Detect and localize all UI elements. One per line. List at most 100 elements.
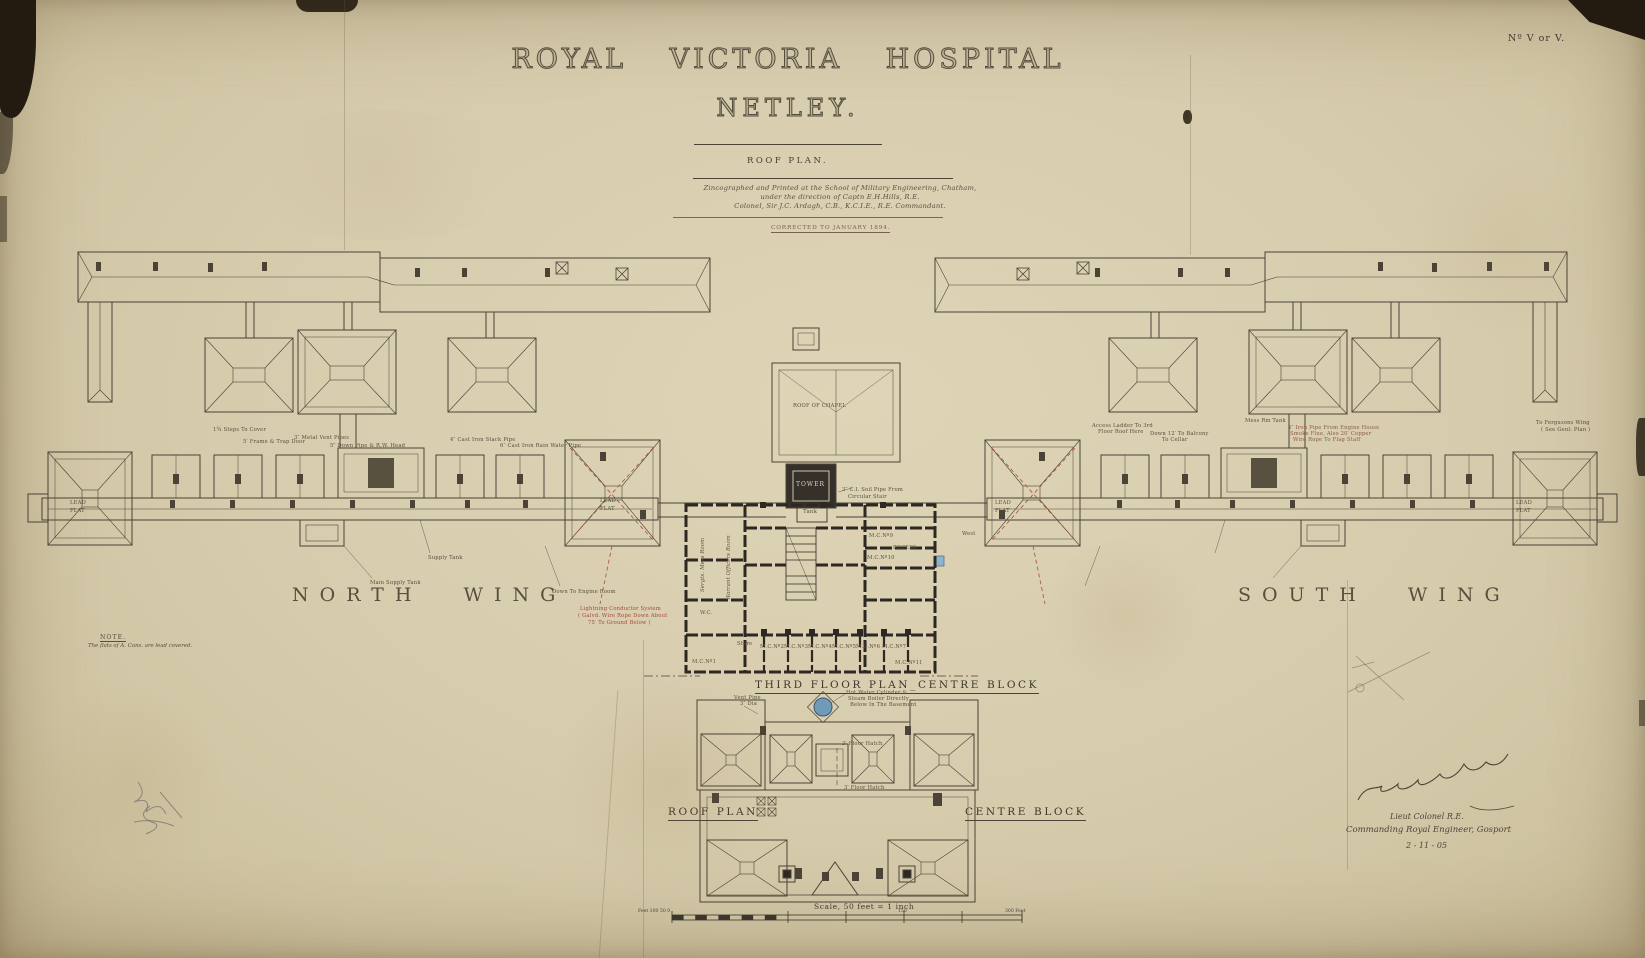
plan-annotation: Main Supply Tank: [370, 580, 421, 586]
torn-edge-top: [296, 0, 358, 12]
scale-bar: [671, 911, 1023, 923]
plan-annotation: M.C.Nº5: [832, 644, 857, 650]
plan-annotation: RECESS: [893, 545, 917, 551]
plan-annotation: 6″ Cast Iron Rain Water Pipe: [500, 443, 582, 449]
plan-annotation: ( See Genl. Plan ): [1541, 427, 1591, 433]
plan-annotation: Sergts. Mess Room: [700, 537, 706, 592]
plan-annotation: M.C.Nº4: [808, 644, 833, 650]
plan-annotation: 3′ Floor Hatch: [842, 741, 883, 747]
plan-annotation: M.C.Nº10: [867, 555, 895, 561]
plan-annotation: M.C.Nº2: [760, 644, 785, 650]
plan-annotation: 5′ Frame & Trap Door: [243, 439, 306, 445]
plan-annotation: LEAD: [1516, 500, 1532, 506]
third-floor-stair: [785, 527, 817, 601]
plan-annotation: M.C.Nº7: [882, 644, 907, 650]
note-body: The flats of A. Cons. are lead covered.: [88, 643, 193, 649]
plan-annotation: FLAT: [70, 508, 85, 514]
signature-flourish: [1357, 753, 1515, 811]
plan-annotation: ( Galvd. Wire Rope Down About: [578, 613, 668, 619]
paper-crease: [1347, 580, 1348, 870]
plan-annotation: Smoke Flue, Also 20′ Copper: [1290, 431, 1372, 437]
plan-annotation: Vent Pipe: [734, 695, 761, 701]
plan-annotation: Circular Stair: [848, 494, 887, 500]
third-floor-chimneys: [760, 502, 911, 635]
plan-annotation: Warrant Officers Room: [726, 535, 732, 600]
plan-annotation: 1¾ Steps To Cover: [213, 427, 267, 433]
correction-stamp: CORRECTED TO JANUARY 1894.: [771, 225, 891, 233]
plan-annotation: 4″ Iron Pipe From Engine House: [1288, 425, 1380, 431]
third-floor-plan-label: THIRD FLOOR PLAN_CENTRE BLOCK: [755, 679, 1040, 694]
plate-number: Nº V or V.: [1508, 33, 1566, 44]
plan-annotation: 4″ Cast Iron Stack Pipe: [450, 437, 516, 443]
plan-annotation: LEAD: [995, 500, 1011, 506]
plan-annotation: 3′ Floor Hatch: [844, 785, 885, 791]
plan-annotation: Down To Engine Room: [552, 589, 616, 595]
plan-annotation: FLAT: [1516, 508, 1531, 514]
drawing-subtitle: ROOF PLAN.: [747, 156, 829, 166]
torn-edge-right: [1636, 418, 1645, 476]
plan-annotation: To Cellar: [1162, 437, 1188, 443]
plan-annotation: TOWER: [796, 481, 825, 488]
plan-annotation: West: [962, 531, 976, 537]
scale-right-label: 300 Feet: [1005, 909, 1026, 914]
plan-annotation: Mess Rm Tank: [1245, 418, 1286, 424]
plan-annotation: Below In The Basement: [850, 702, 917, 708]
centre-chapel-tower: [658, 327, 987, 567]
north-wing-label: NORTH WING: [292, 584, 567, 606]
plan-annotation: Wire Rope To Flag Staff: [1293, 437, 1361, 443]
scale-mid-label: 150: [898, 909, 907, 914]
plan-annotation: M.C.Nº6: [856, 644, 881, 650]
plan-annotation: 5″ Down Pipe & R.W. Head: [330, 443, 406, 449]
plan-annotation: 75′ To Ground Below ): [588, 620, 651, 626]
plan-annotation: 3″ Dia: [740, 701, 757, 707]
north-upper-range: [77, 251, 711, 448]
paper-crease: [1190, 55, 1191, 255]
centre-block-label: CENTRE BLOCK: [965, 806, 1087, 821]
plan-annotation: M.C.Nº11: [895, 660, 923, 666]
plan-annotation: To Fergusons Wing: [1536, 420, 1590, 426]
plan-annotation: LEAD: [600, 498, 616, 504]
imprint-line: Zincographed and Printed at the School o…: [703, 184, 977, 192]
torn-edge-right-lower: [1639, 700, 1645, 726]
paper-crease: [643, 640, 644, 958]
title-rule: [694, 144, 882, 145]
plan-annotation: Hot Water Cylinder &: [846, 690, 908, 696]
plan-annotation: M.C.Nº9: [869, 533, 894, 539]
pencil-sketch: [1347, 651, 1431, 701]
pencil-scribble: [133, 781, 183, 835]
plan-annotation: Access Ladder To 3rd: [1092, 423, 1153, 429]
plan-annotation: Floor Roof Here: [1098, 429, 1144, 435]
plan-annotation: LEAD: [70, 500, 86, 506]
paper-crease: [344, 0, 345, 250]
signature-rank: Lieut Colonel R.E.: [1390, 812, 1464, 821]
south-main-range: [984, 439, 1618, 605]
plan-annotation: Supply Tank: [428, 555, 463, 561]
torn-edge-left: [0, 196, 7, 242]
plan-annotation: FLAT: [995, 508, 1010, 514]
scale-left-label: Feet 100 50 0: [638, 909, 671, 914]
south-wing-label: SOUTH WING: [1238, 584, 1511, 606]
centre-block-roof-plan: [696, 690, 979, 903]
plan-annotation: M.C.Nº3: [784, 644, 809, 650]
plan-annotation: 3″ Metal Vent Pipes: [294, 435, 350, 441]
signature-date: 2 - 11 - 05: [1406, 841, 1448, 850]
drawing-title-place: NETLEY.: [716, 94, 860, 123]
scale-caption: Scale, 50 feet = 1 inch: [814, 902, 915, 911]
imprint-line: under the direction of Captn E.H.Hills, …: [760, 193, 920, 201]
roof-plan-label: ROOF PLAN: [668, 806, 758, 821]
ink-speck: [1183, 110, 1192, 124]
plan-annotation: W.C.: [700, 610, 713, 616]
note-heading: NOTE.: [100, 634, 127, 642]
imprint-line: Colonel, Sir J.C. Ardagh, C.B., K.C.I.E.…: [734, 202, 946, 210]
imprint-rule: [673, 217, 943, 218]
plan-annotation: ROOF OF CHAPEL: [793, 403, 846, 409]
plan-annotation: Lightning Conductor System: [580, 606, 661, 612]
plan-annotation: Steam Boiler Directly: [848, 696, 909, 702]
plan-annotation: M.C.Nº1: [692, 659, 717, 665]
plan-annotation: 3″ C.I. Soil Pipe From: [842, 487, 904, 493]
subtitle-rule: [693, 178, 953, 179]
plan-annotation: Tank: [803, 509, 818, 515]
plan-annotation: Down 12′ To Balcony: [1150, 431, 1209, 437]
